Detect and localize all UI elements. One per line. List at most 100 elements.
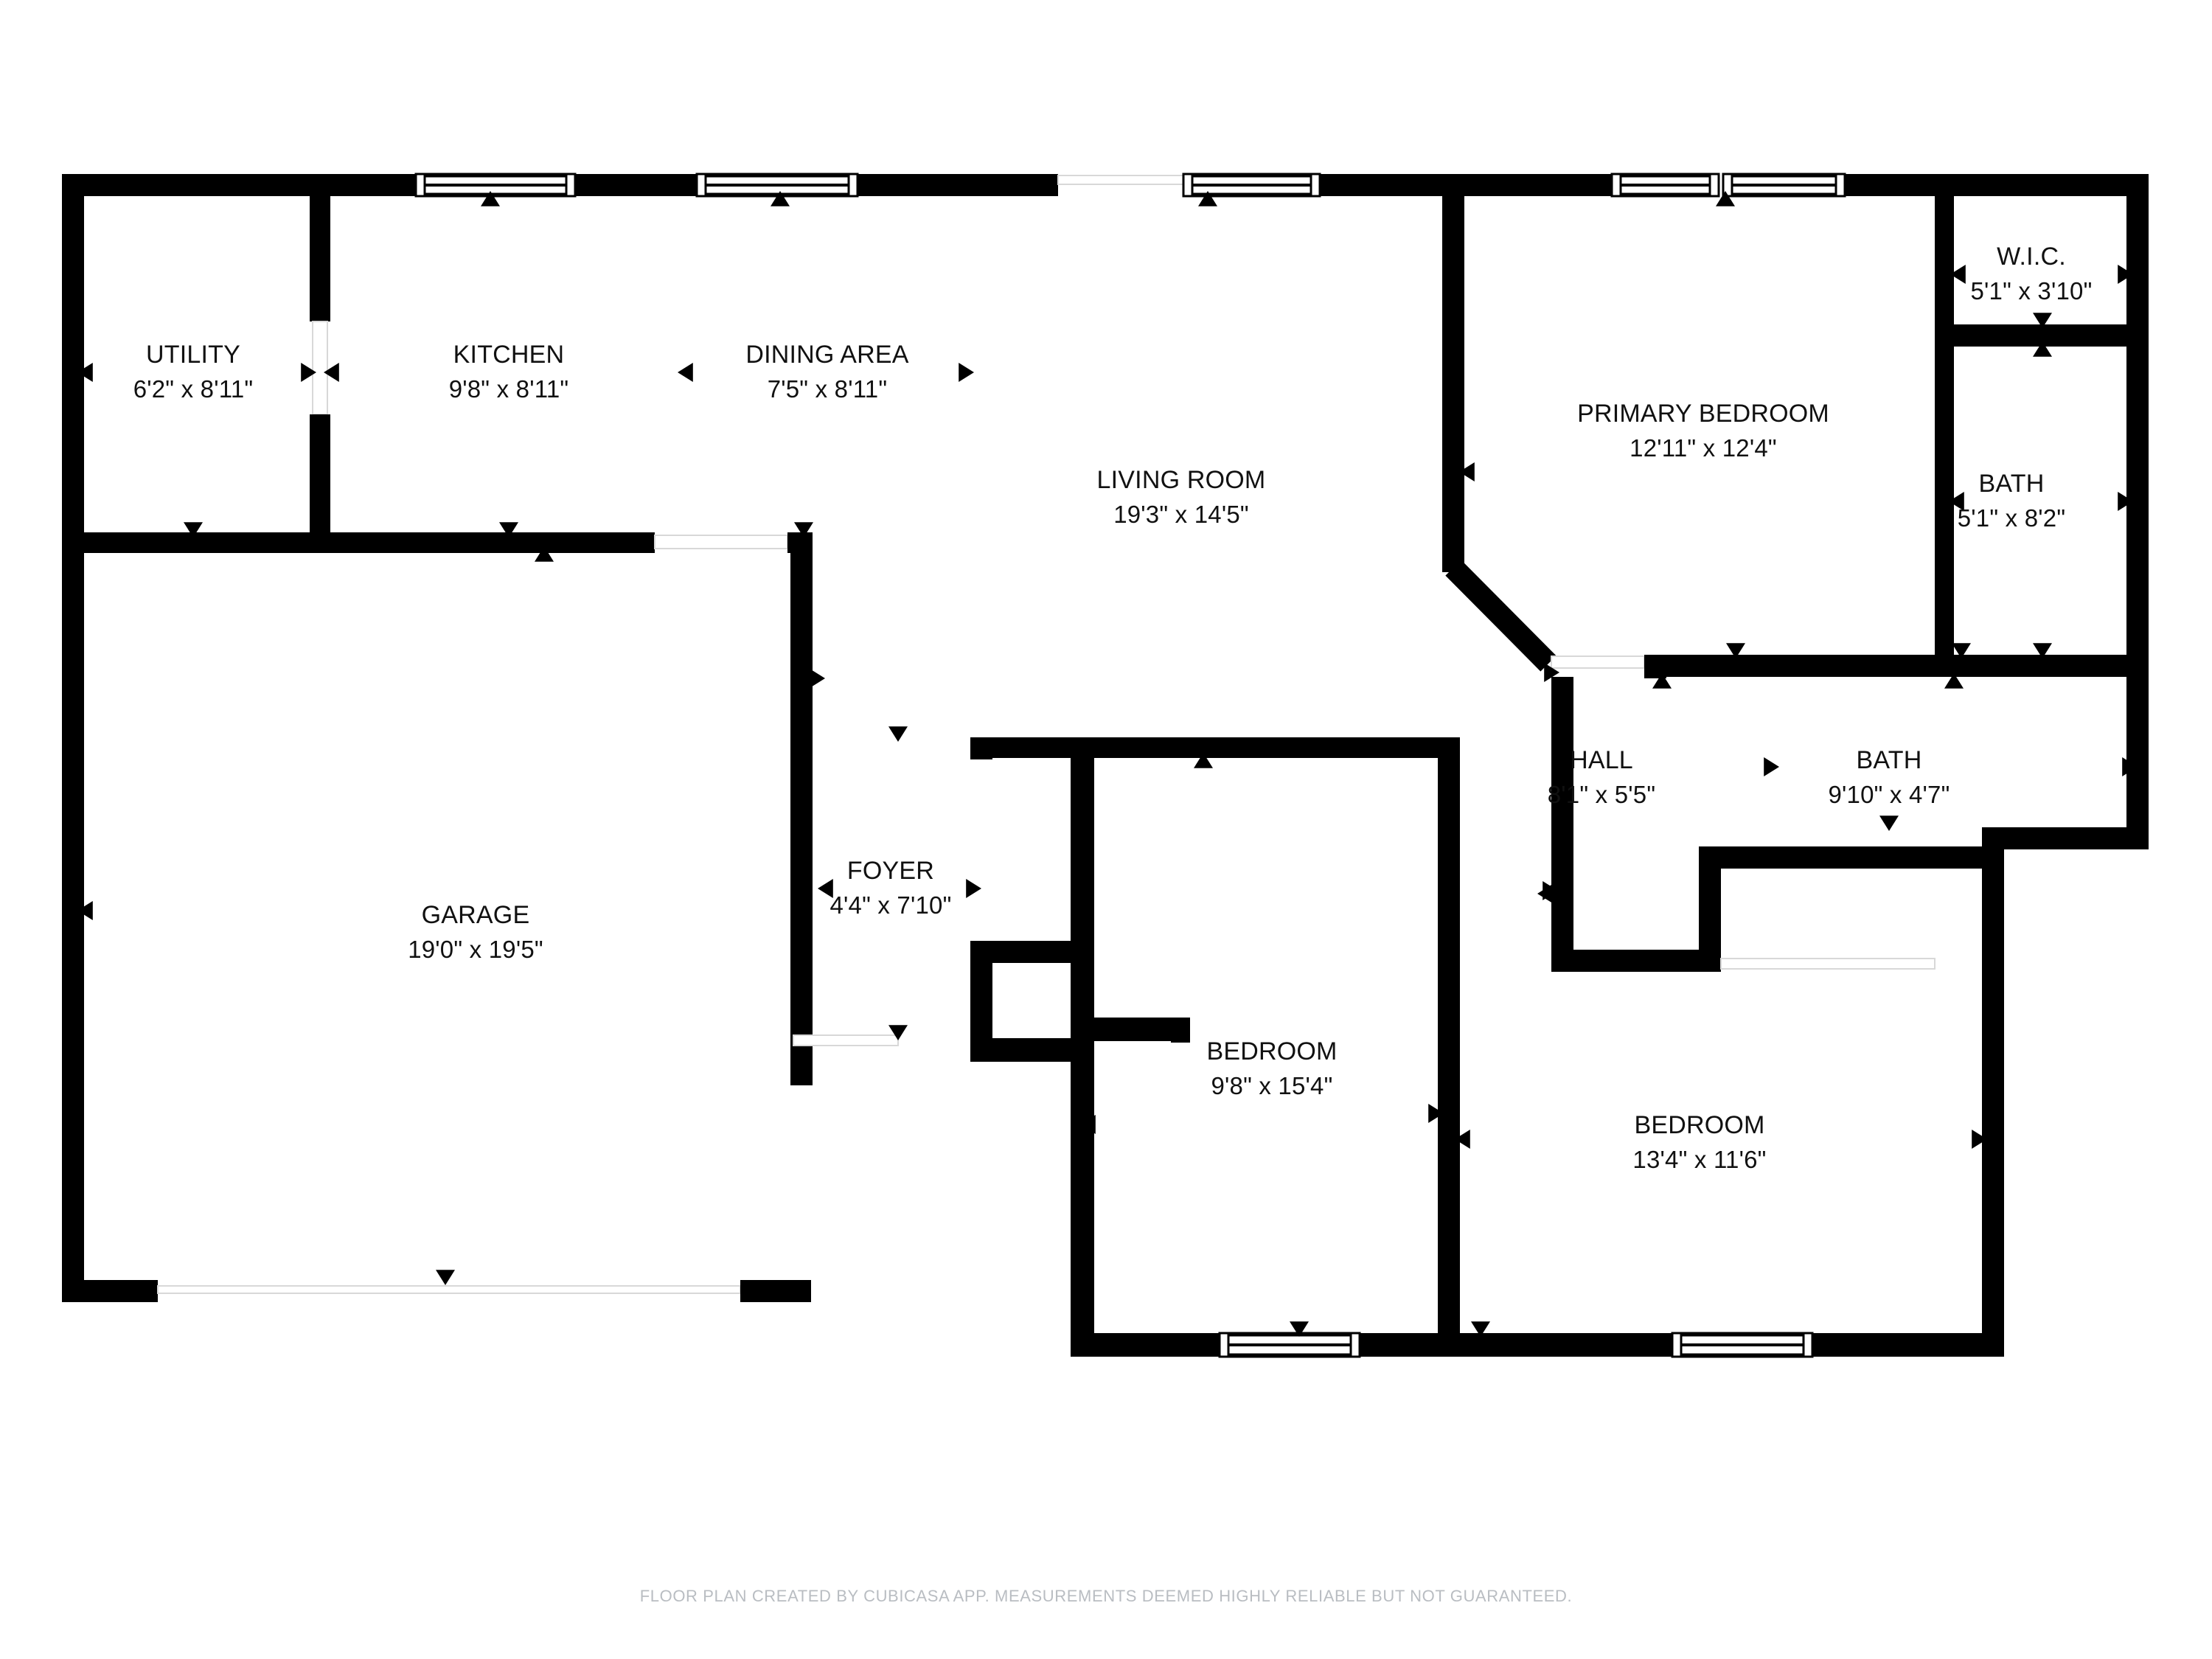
window — [1671, 1332, 1814, 1358]
window — [1218, 1332, 1361, 1358]
room-name: GARAGE — [421, 901, 530, 930]
wall-segment — [62, 1280, 158, 1302]
wall-segment — [1071, 1018, 1189, 1041]
wall-segment — [1982, 827, 2149, 849]
direction-marker-icon — [2033, 313, 2052, 328]
room-label-bedroom-middle: BEDROOM 9'8" x 15'4" — [1206, 1037, 1337, 1102]
direction-marker-icon — [1764, 757, 1779, 776]
direction-marker-icon — [1428, 1104, 1444, 1123]
wall-segment — [970, 941, 1094, 963]
direction-marker-icon — [1952, 643, 1971, 658]
wall-segment — [1551, 677, 1573, 846]
wall-segment — [1171, 1018, 1190, 1043]
direction-marker-icon — [966, 879, 981, 898]
walls-layer — [62, 173, 2149, 1358]
direction-marker-icon — [771, 191, 790, 206]
direction-marker-icon — [481, 191, 500, 206]
direction-marker-icon — [1726, 643, 1745, 658]
wall-segment — [2126, 174, 2149, 672]
direction-marker-icon — [436, 1270, 455, 1285]
direction-marker-icon — [1950, 265, 1966, 284]
wall-segment — [1699, 846, 1986, 869]
wall-segment — [1935, 196, 1954, 344]
wall-segment — [1460, 1333, 1672, 1357]
room-dimensions: 13'4" x 11'6" — [1632, 1146, 1767, 1174]
wall-segment — [575, 174, 697, 196]
wall-segment — [1442, 196, 1464, 572]
wall-segment — [1071, 1333, 1220, 1357]
direction-marker-icon — [301, 363, 316, 382]
wall-segment — [1438, 737, 1460, 1333]
window — [1722, 173, 1846, 198]
door-opening — [793, 1034, 899, 1046]
wall-segment — [1071, 737, 1094, 1062]
door-opening — [1551, 655, 1645, 669]
direction-marker-icon — [1544, 663, 1559, 682]
wall-segment — [1071, 1038, 1094, 1333]
wall-segment — [1982, 827, 2004, 1357]
direction-marker-icon — [2033, 341, 2052, 357]
wall-segment — [62, 174, 84, 543]
room-dimensions: 12'11" x 12'4" — [1630, 434, 1777, 462]
direction-marker-icon — [1471, 1321, 1490, 1337]
room-dimensions: 7'5" x 8'11" — [767, 375, 888, 403]
window — [695, 173, 859, 198]
wall-segment — [1845, 174, 2149, 196]
room-label-dining-area: DINING AREA 7'5" x 8'11" — [745, 340, 908, 405]
wall-segment — [62, 174, 416, 196]
room-dimensions: 5'1" x 8'2" — [1957, 504, 2066, 532]
direction-marker-icon — [2033, 643, 2052, 658]
window — [414, 173, 577, 198]
room-label-garage: GARAGE 19'0" x 19'5" — [408, 900, 543, 965]
wall-segment — [62, 532, 330, 553]
room-name: DINING AREA — [745, 341, 909, 369]
room-dimensions: 8'1" x 5'5" — [1547, 781, 1656, 809]
room-dimensions: 6'2" x 8'11" — [133, 375, 254, 403]
direction-marker-icon — [2118, 492, 2133, 511]
wall-segment — [1644, 655, 1666, 678]
room-dimensions: 19'3" x 14'5" — [1113, 501, 1249, 529]
room-name: UTILITY — [146, 341, 240, 369]
wall-segment — [970, 737, 992, 759]
door-opening — [654, 535, 788, 549]
wall-segment — [1320, 174, 1612, 196]
wall-segment — [1094, 737, 1460, 758]
direction-marker-icon — [888, 726, 908, 742]
direction-marker-icon — [77, 363, 93, 382]
room-label-utility: UTILITY 6'2" x 8'11" — [133, 340, 254, 405]
room-name: BEDROOM — [1206, 1037, 1338, 1066]
wall-segment — [62, 529, 84, 1299]
wall-segment — [1360, 1333, 1460, 1357]
door-opening — [312, 321, 328, 415]
room-dimensions: 19'0" x 19'5" — [408, 936, 543, 964]
wall-segment — [310, 174, 330, 321]
room-name: KITCHEN — [453, 341, 565, 369]
direction-marker-icon — [535, 546, 554, 562]
room-label-primary-bedroom: PRIMARY BEDROOM 12'11" x 12'4" — [1577, 399, 1829, 464]
direction-marker-icon — [1290, 1321, 1309, 1337]
direction-marker-icon — [1543, 881, 1558, 900]
wall-segment — [1935, 347, 1954, 671]
direction-marker-icon — [818, 879, 833, 898]
direction-marker-icon — [1652, 673, 1672, 689]
direction-marker-icon — [1879, 815, 1899, 831]
direction-marker-icon — [2122, 757, 2138, 776]
footer-disclaimer: FLOOR PLAN CREATED BY CUBICASA APP. MEAS… — [639, 1587, 1573, 1605]
door-opening — [1057, 175, 1184, 185]
room-name: PRIMARY BEDROOM — [1577, 400, 1829, 428]
wall-segment — [2126, 672, 2149, 848]
direction-marker-icon — [1972, 1130, 1987, 1149]
wall-segment — [330, 532, 655, 553]
window — [1610, 173, 1720, 198]
room-dimensions: 9'10" x 4'7" — [1828, 781, 1950, 809]
room-dimensions: 9'8" x 15'4" — [1211, 1072, 1333, 1100]
room-dimensions: 5'1" x 3'10" — [1970, 277, 2093, 305]
